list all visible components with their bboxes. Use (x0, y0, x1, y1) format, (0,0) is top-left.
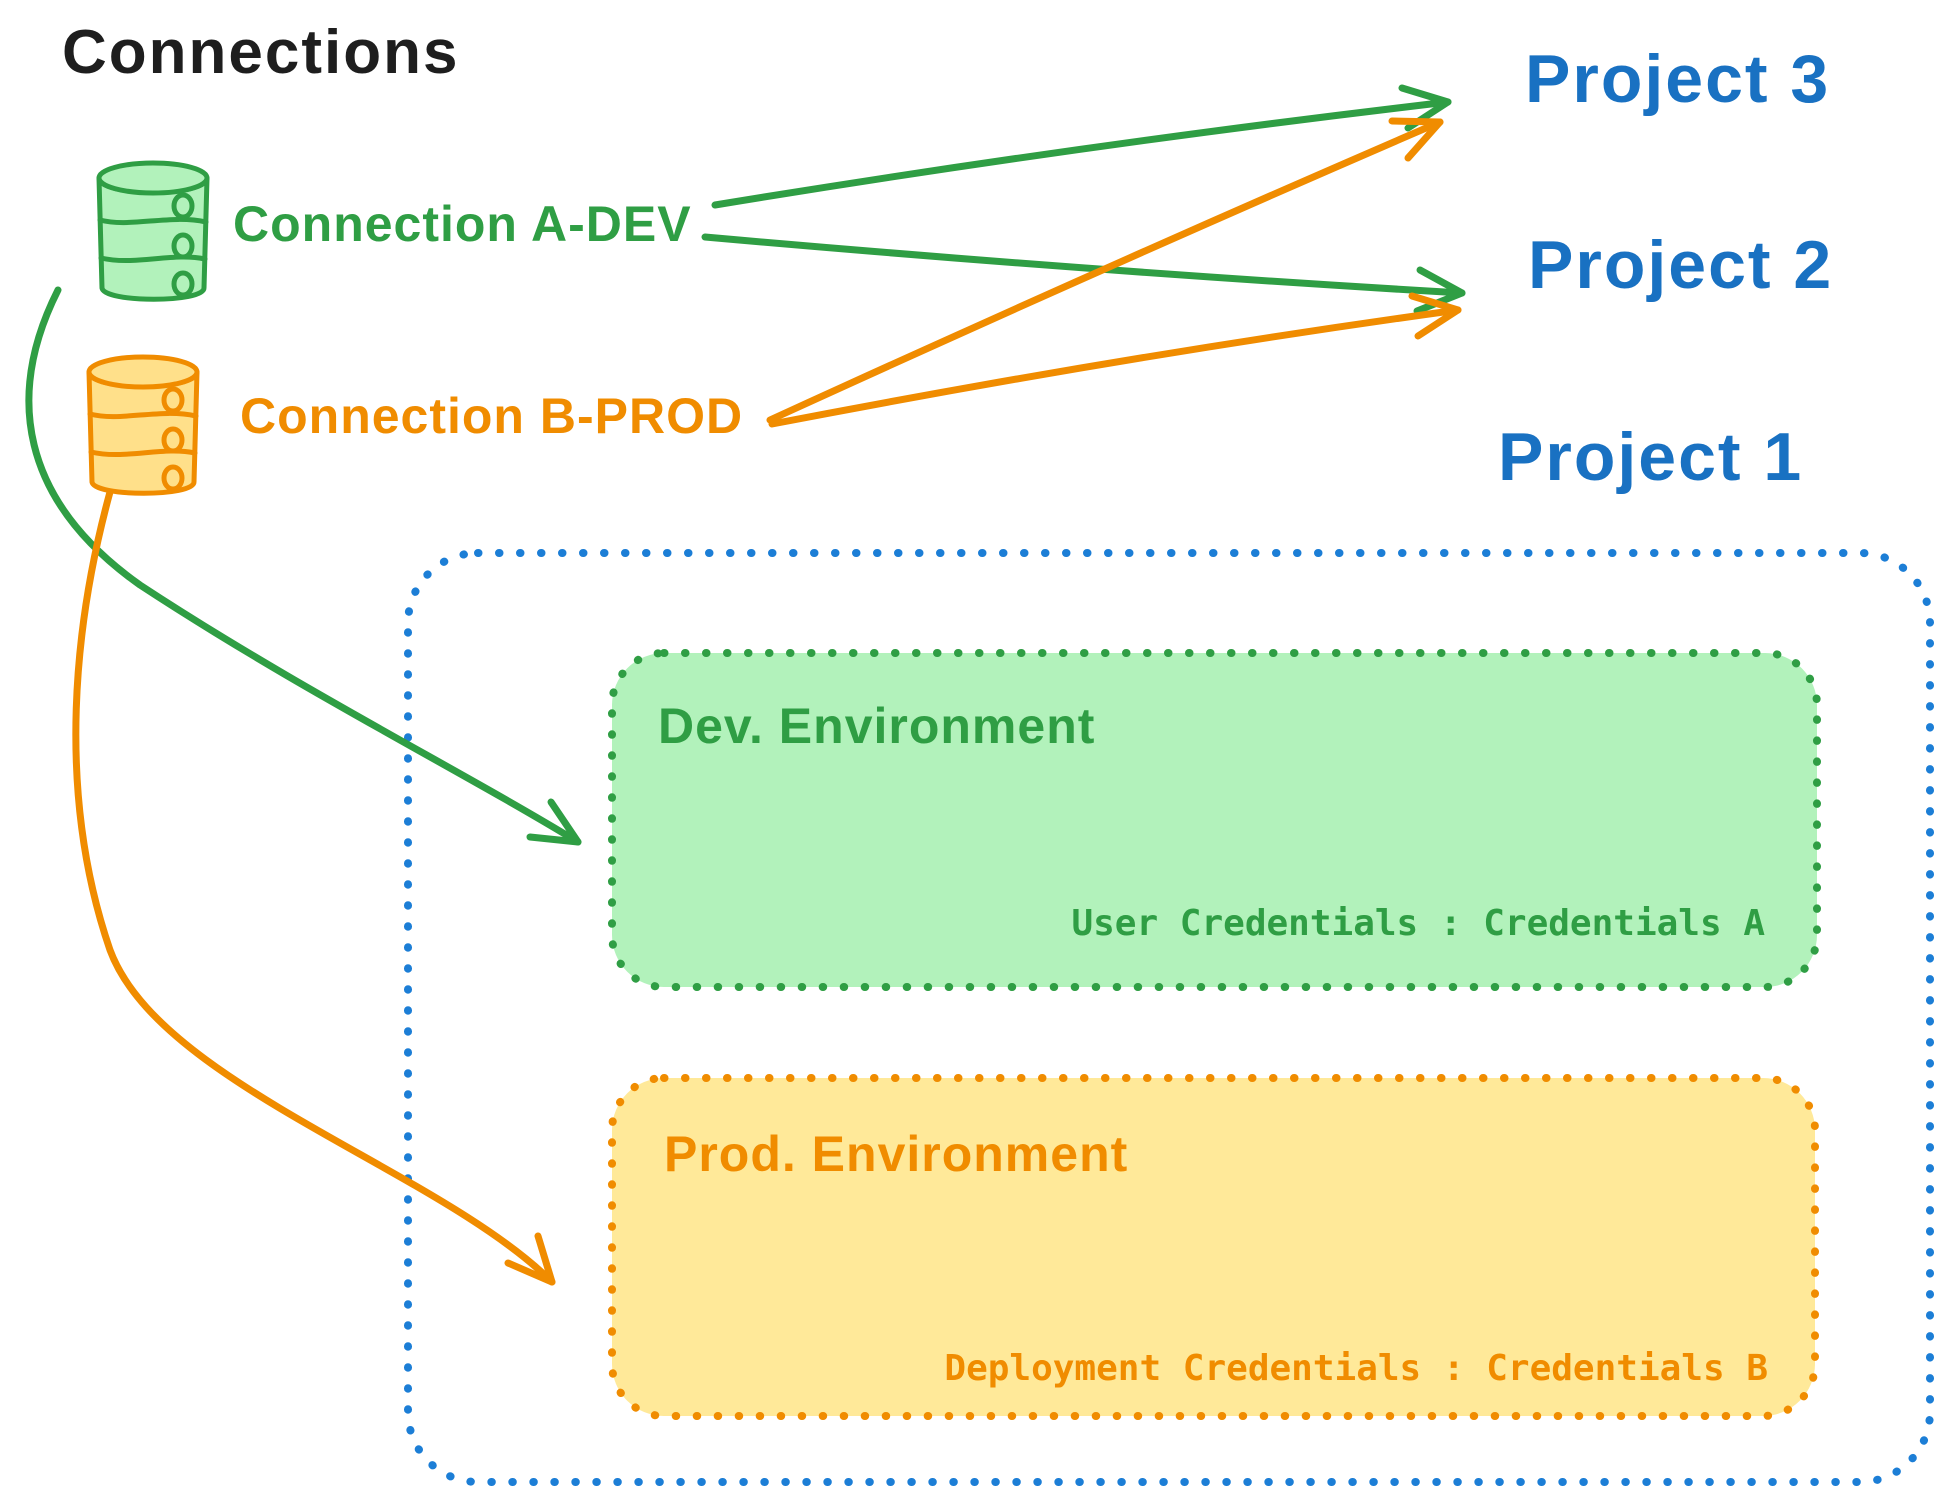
arrow-bprod-to-prod-environment (72, 488, 556, 1286)
project-3-label: Project 3 (1525, 41, 1831, 117)
project1-container-border (404, 549, 1934, 1486)
arrow-adev-to-project3 (711, 84, 1452, 209)
arrow-bprod-to-project3 (766, 117, 1444, 424)
diagram-title: Connections (62, 18, 460, 87)
dev-environment-box (608, 649, 1821, 991)
database-icon-b-prod (86, 354, 200, 496)
connection-a-dev-label: Connection A-DEV (233, 196, 692, 252)
project-2-label: Project 2 (1528, 227, 1834, 303)
arrow-adev-to-dev-environment (25, 286, 582, 846)
prod-environment-box (608, 1074, 1819, 1420)
project-1-label: Project 1 (1498, 419, 1804, 495)
database-icon-a-dev (96, 160, 210, 302)
prod-environment-credentials: Deployment Credentials : Credentials B (944, 1348, 1768, 1389)
arrow-adev-to-project2 (701, 233, 1466, 315)
prod-environment-title: Prod. Environment (664, 1126, 1129, 1182)
connection-b-prod-label: Connection B-PROD (240, 388, 744, 444)
dev-environment-credentials: User Credentials : Credentials A (1071, 903, 1765, 944)
arrow-bprod-to-project2 (768, 292, 1462, 428)
dev-environment-title: Dev. Environment (658, 698, 1096, 754)
